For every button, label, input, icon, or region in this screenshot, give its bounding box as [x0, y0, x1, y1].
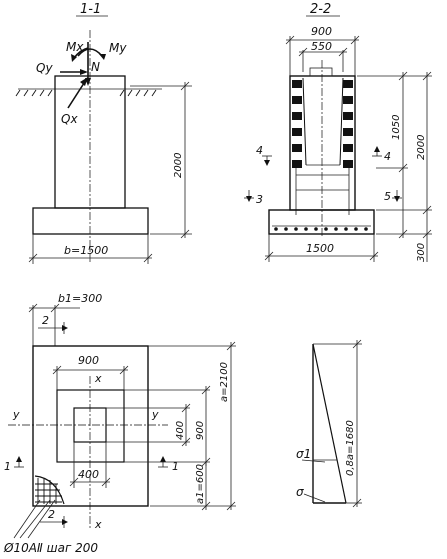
section-2-2-title: 2-2	[310, 2, 331, 17]
dim-s22-1050: 1050	[391, 115, 402, 140]
dim-plan-900-side: 900	[195, 421, 206, 440]
axis-x-bottom: x	[94, 518, 102, 531]
mark-3: 3	[256, 193, 263, 206]
dim-s22-top: 900	[311, 25, 332, 38]
mark-5: 5	[384, 190, 391, 203]
mark-4-left: 4	[256, 144, 263, 157]
load-qx: Qx	[61, 112, 78, 126]
dim-col-height: 2000	[173, 153, 184, 178]
rebar-right	[343, 80, 353, 168]
mark-1-right: 1	[172, 460, 179, 473]
pressure-diagram: σ1 σ 0,8a=1680	[296, 339, 362, 508]
rebar-left	[292, 80, 302, 168]
load-n: N	[91, 60, 100, 74]
axis-y-left: y	[12, 408, 20, 421]
slab-rebar-dots	[274, 227, 368, 231]
dim-base-width: b=1500	[64, 244, 108, 257]
dim-plan-900-top: 900	[78, 354, 99, 367]
diagram-height: 0,8a=1680	[345, 420, 356, 476]
section-1-1: 1-1 Qy Mx N My Qx	[15, 2, 192, 264]
section-1-1-title: 1-1	[80, 2, 101, 17]
dim-s22-inner: 550	[311, 40, 332, 53]
mark-4-right: 4	[384, 150, 391, 163]
slab-plan	[32, 345, 149, 507]
mark-1-left: 1	[4, 460, 11, 473]
mark-2-top: 2	[42, 314, 49, 327]
dim-plan-400-side: 400	[175, 421, 186, 440]
diagram-sigma1: σ1	[296, 447, 311, 461]
dim-plan-a: a=2100	[219, 362, 230, 402]
dim-s22-300: 300	[416, 243, 427, 262]
dim-plan-400-bottom: 400	[78, 468, 99, 481]
column-plan	[56, 389, 125, 463]
footing-slab	[32, 207, 149, 235]
mark-2-bottom: 2	[48, 508, 55, 521]
load-qy: Qy	[36, 61, 53, 75]
dim-s22-2000: 2000	[416, 135, 427, 160]
dim-b1: b1=300	[58, 292, 102, 305]
load-mx: Mx	[66, 40, 84, 54]
plan-view: b1=300 2 x x y y 900 400	[3, 292, 236, 555]
rebar-note: Ø10АⅡ шаг 200	[3, 541, 98, 555]
diagram-sigma: σ	[296, 485, 304, 499]
axis-y-right: y	[151, 408, 159, 421]
ground-hatch	[15, 89, 157, 97]
load-my: My	[109, 41, 127, 55]
axis-x-top: x	[94, 372, 102, 385]
dim-s22-base: 1500	[306, 242, 334, 255]
dim-plan-a1: a1=600	[195, 464, 206, 504]
footing-slab-2-2	[268, 209, 375, 235]
section-2-2: 2-2 900 550	[244, 2, 432, 262]
rebar-mesh-corner	[34, 475, 65, 505]
